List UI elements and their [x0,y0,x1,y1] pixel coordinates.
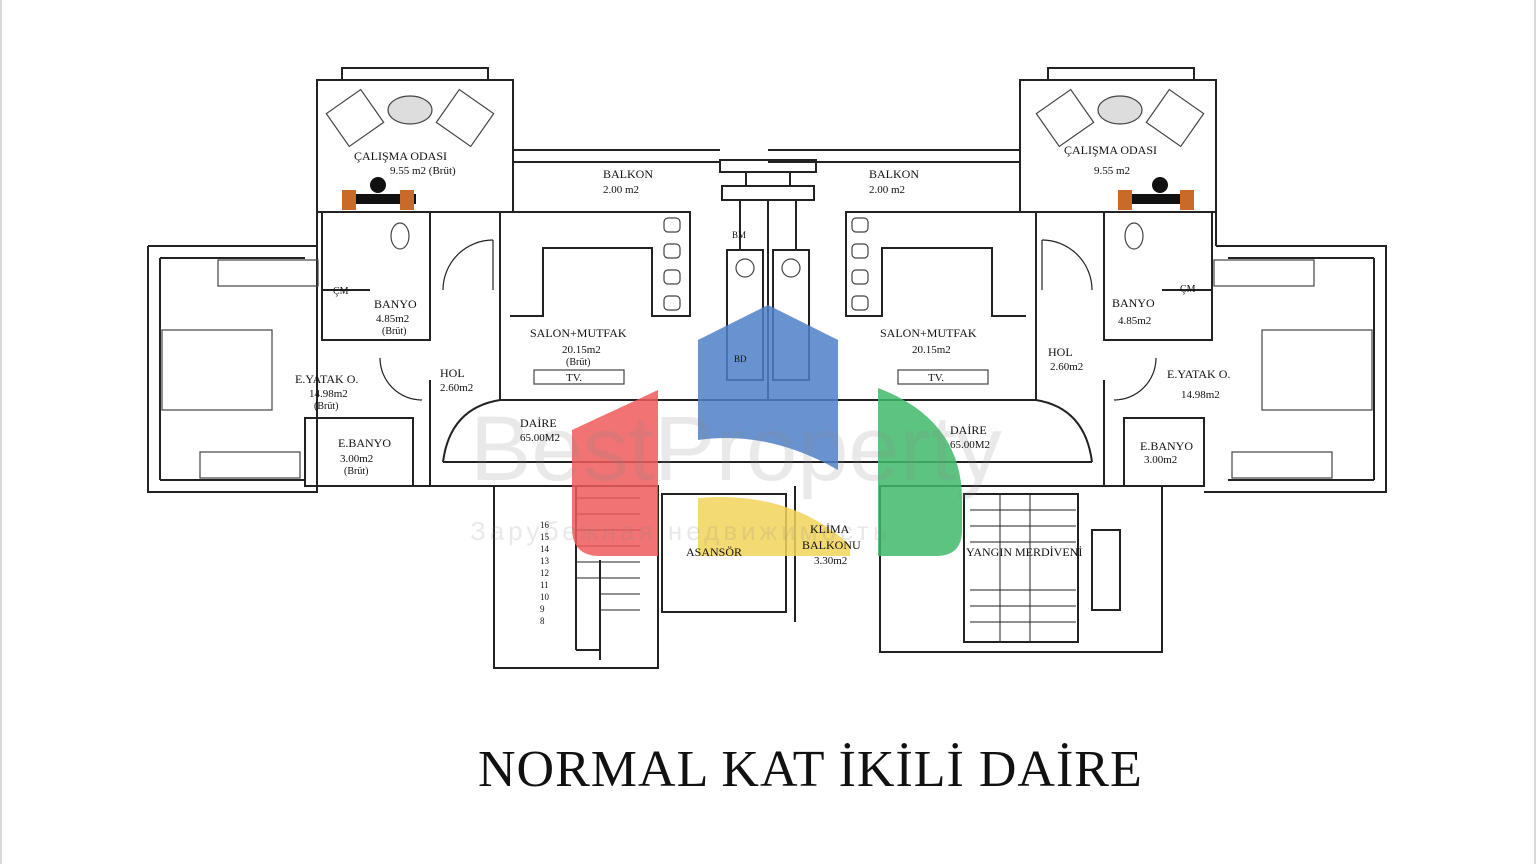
right-tv-unit [897,369,989,385]
stair-step-number: 15 [540,532,550,542]
left-balcony-name: BALKON [603,167,653,181]
right-living-area: 20.15m2 [912,344,951,356]
watermark-logo: BestProperty Зарубежная недвижимость [470,305,1002,556]
right-tv-label: TV. [928,372,944,384]
left-bedroom-area: 14.98m2 [309,388,348,400]
left-bar-stools [663,217,681,311]
left-living-name: SALON+MUTFAK [530,326,627,340]
left-sink [735,258,755,278]
right-hall-area: 2.60m2 [1050,361,1083,373]
right-unit-name: DAİRE [950,423,987,437]
page-title: NORMAL KAT İKİLİ DAİRE [478,741,1143,798]
stair-step-number: 12 [540,568,549,578]
left-frame-line [0,0,2,864]
left-toilet [390,222,410,250]
left-unit-area: 65.00M2 [520,432,560,444]
ac-balcony-name2: BALKONU [802,538,861,552]
watermark-blue-shape [698,305,838,470]
left-tv-label: TV. [566,372,582,384]
right-study-name: ÇALIŞMA ODASI [1064,143,1157,157]
left-unit-walls [147,67,720,493]
stair-step-number: 16 [540,520,550,530]
right-bar-stools [851,217,869,311]
dishwasher-label: BD [734,354,747,364]
right-laundry-label: ÇM [1180,284,1196,295]
core-labels: ASANSÖR KLİMA BALKONU 3.30m2 YANGIN MERD… [540,520,1082,626]
left-laundry-label: ÇM [333,286,349,297]
watermark-tagline: Зарубежная недвижимость [470,516,890,546]
ac-balcony-area: 3.30m2 [814,555,847,567]
left-unit-labels: ÇALIŞMA ODASI 9.55 m2 (Brüt) BALKON 2.00… [295,149,747,477]
right-bath-area: 4.85m2 [1118,315,1151,327]
left-wardrobe-bottom [199,451,301,479]
left-hall-area: 2.60m2 [440,382,473,394]
elevator-label: ASANSÖR [686,545,742,559]
left-living-area: 20.15m2 [562,344,601,356]
right-sink [781,258,801,278]
watermark-yellow-shape [698,496,850,556]
right-bed [1261,329,1373,411]
right-wardrobe-bottom [1231,451,1333,479]
right-ensuite-area: 3.00m2 [1144,454,1177,466]
right-bedroom-name: E.YATAK O. [1167,367,1230,381]
watermark-green-shape [878,388,962,556]
washer-label: BM [732,230,746,240]
right-toilet [1124,222,1144,250]
left-hall-name: HOL [440,366,465,380]
right-study-area: 9.55 m2 [1094,165,1130,177]
stair-step-number: 9 [540,604,545,614]
right-ensuite-name: E.BANYO [1140,439,1193,453]
right-wardrobe-top [1213,259,1315,287]
door-swings [379,239,1157,401]
left-study-coffee-table [387,95,433,125]
ac-balcony-name: KLİMA [810,522,850,536]
left-study-name: ÇALIŞMA ODASI [354,149,447,163]
left-balcony-area: 2.00 m2 [603,184,639,196]
right-frame-line [1534,0,1536,864]
stair-step-number: 8 [540,616,545,626]
study-desks [342,177,1194,210]
right-unit-area: 65.00M2 [950,439,990,451]
left-bedroom-name: E.YATAK O. [295,372,358,386]
left-bed [161,329,273,411]
right-study-coffee-table [1097,95,1143,125]
left-ensuite-gross: (Brüt) [344,466,368,477]
right-unit-labels: ÇALIŞMA ODASI 9.55 m2 BALKON 2.00 m2 ÇM … [869,143,1230,466]
left-tv-unit [533,369,625,385]
stair-step-number: 13 [540,556,550,566]
stair-step-number: 11 [540,580,549,590]
left-study-armchairs [325,88,495,148]
right-living-name: SALON+MUTFAK [880,326,977,340]
stair-step-number: 10 [540,592,550,602]
left-bedroom-gross: (Brüt) [314,401,338,412]
left-ensuite-area: 3.00m2 [340,453,373,465]
left-study-area: 9.55 m2 (Brüt) [390,165,456,177]
left-bath-name: BANYO [374,297,417,311]
right-balcony-area: 2.00 m2 [869,184,905,196]
left-bath-gross: (Brüt) [382,326,406,337]
left-ensuite-name: E.BANYO [338,436,391,450]
left-bath-area: 4.85m2 [376,313,409,325]
stair-step-number: 14 [540,544,550,554]
left-living-gross: (Brüt) [566,357,590,368]
right-bath-name: BANYO [1112,296,1155,310]
left-unit-name: DAİRE [520,416,557,430]
left-wardrobe-top [217,259,319,287]
fire-stairs-label: YANGIN MERDİVENİ [966,545,1082,559]
watermark-red-shape [572,390,658,556]
right-bedroom-area: 14.98m2 [1181,389,1220,401]
right-study-armchairs [1035,88,1205,148]
watermark-brand: BestProperty [470,398,1002,500]
right-balcony-name: BALKON [869,167,919,181]
stair-step-numbers: 16 15 14 13 12 11 10 9 8 [540,520,550,626]
right-unit-walls [768,67,1387,493]
right-hall-name: HOL [1048,345,1073,359]
